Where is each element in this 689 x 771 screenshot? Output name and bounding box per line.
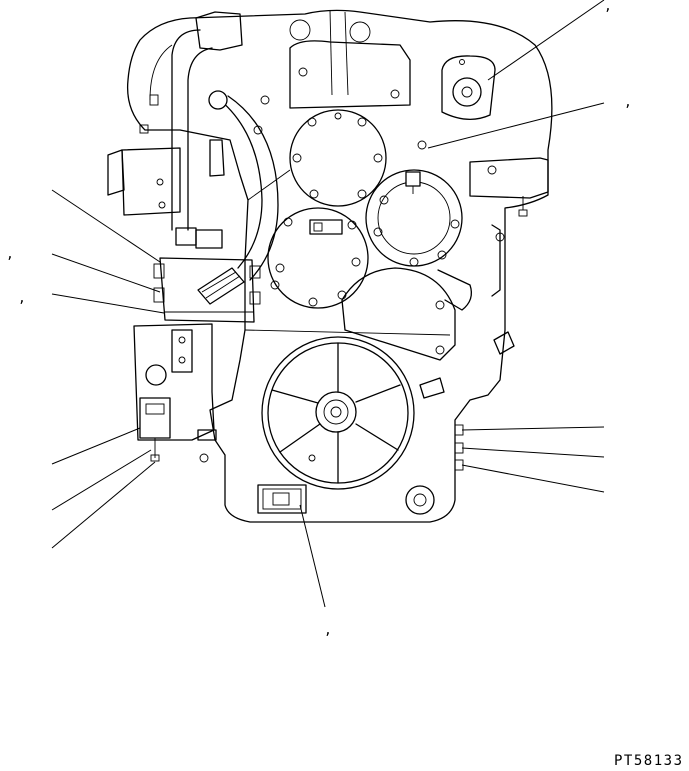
leader-lines <box>51 0 605 608</box>
callout-mark: , <box>6 247 14 262</box>
leader-line-left-3 <box>51 293 165 314</box>
leader-line-left-5 <box>51 449 152 511</box>
nameplate <box>257 484 307 514</box>
leader-line-right-2 <box>461 447 605 458</box>
leader-line-right-3 <box>461 464 605 493</box>
pump-housing <box>153 257 261 323</box>
leader-line-left-6 <box>51 461 156 549</box>
callout-mark: , <box>324 623 332 638</box>
callout-mark: , <box>624 95 632 110</box>
leader-line-left-1 <box>51 189 161 263</box>
housing-bolts <box>199 67 505 463</box>
flywheel-cover <box>261 336 445 490</box>
drain-plug <box>405 485 435 515</box>
gear-cover-right <box>365 169 463 267</box>
leader-line-right-1 <box>461 426 605 431</box>
control-unit <box>133 323 217 462</box>
gear-cover-lower <box>341 267 473 361</box>
gear-cover-left <box>267 207 369 309</box>
leader-line-bottom <box>299 504 326 608</box>
figure-code: PT58133 <box>614 753 684 769</box>
right-bolts <box>454 424 464 471</box>
leader-line-right-upper <box>427 102 605 149</box>
hose-assembly <box>171 11 279 305</box>
leader-line-top-right <box>487 0 605 81</box>
gear-cover-upper <box>289 109 387 207</box>
transmission-housing <box>126 9 553 523</box>
callout-mark: , <box>604 0 612 14</box>
top-flange <box>289 9 411 109</box>
mount-pad <box>441 55 496 120</box>
callout-mark: , <box>18 291 26 306</box>
valve-body-right <box>469 157 549 355</box>
leader-line-left-4 <box>51 427 141 465</box>
leader-line-left-2 <box>51 253 161 293</box>
valve-block-left <box>107 94 181 216</box>
